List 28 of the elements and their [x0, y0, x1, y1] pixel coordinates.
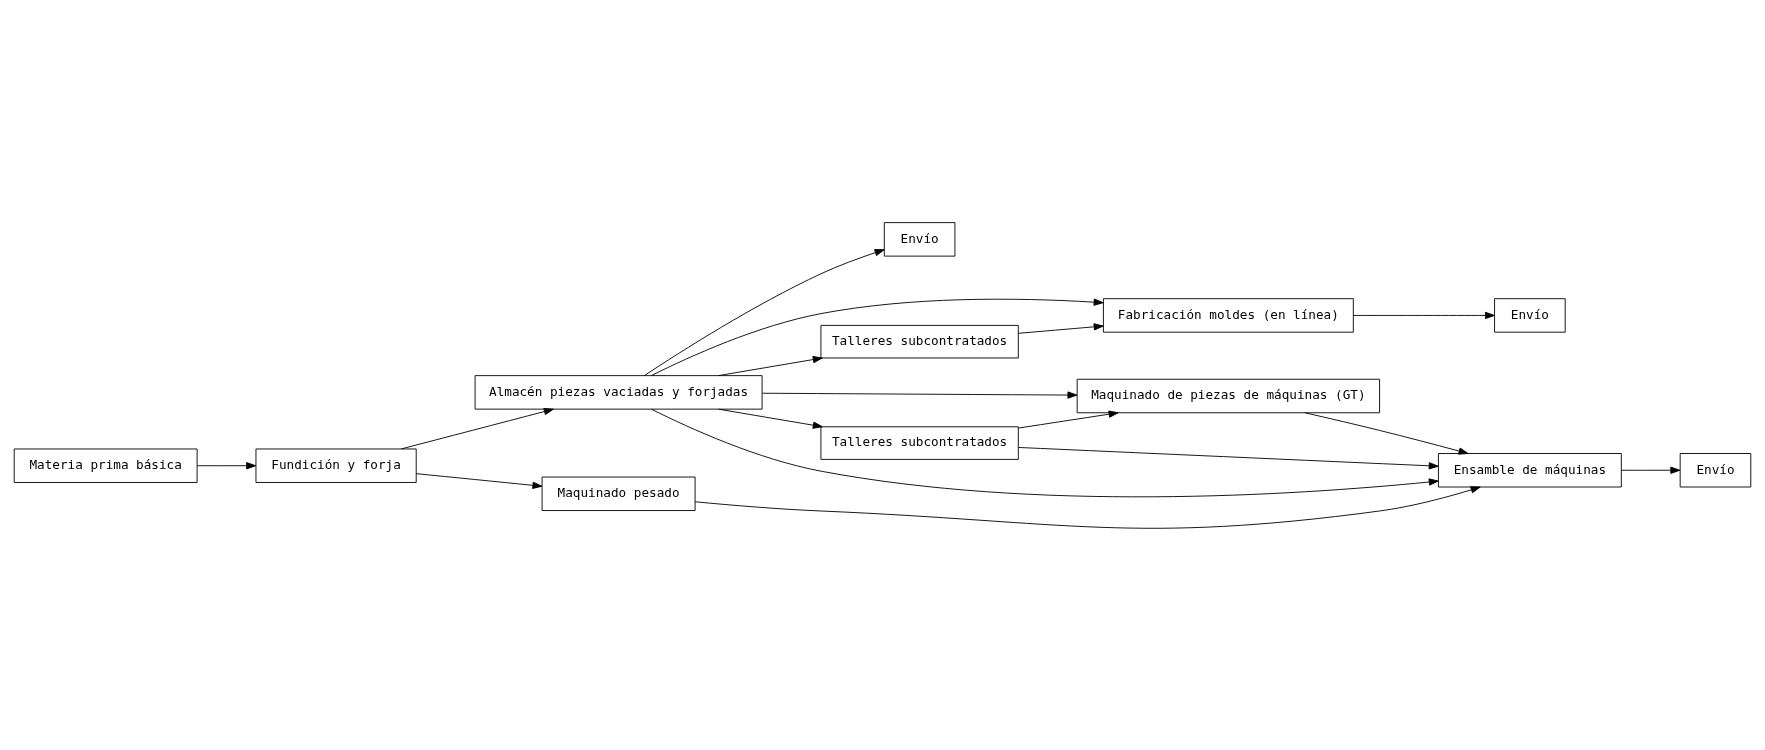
arrow	[1018, 410, 1119, 429]
arrow	[651, 408, 1439, 497]
arrow	[1018, 322, 1104, 334]
node-box: Maquinado pesado	[541, 476, 696, 511]
node-box: Almacén piezas vaciadas y forjadas	[474, 374, 763, 410]
arrow	[1018, 446, 1439, 469]
node-box: Fabricación moldes (en línea)	[1102, 297, 1354, 333]
node-box: Envío	[1494, 297, 1566, 333]
node-box: Talleres subcontratados	[820, 425, 1019, 460]
arrow	[761, 390, 1078, 399]
arrow	[400, 407, 554, 449]
node-box: Ensamble de máquinas	[1437, 452, 1622, 487]
arrow	[694, 485, 1481, 529]
node-box: Maquinado de piezas de máquinas (GT)	[1076, 378, 1381, 413]
node-box: Envío	[1679, 452, 1752, 487]
arrow	[651, 298, 1104, 376]
arrow	[415, 472, 543, 489]
arrow	[1304, 411, 1469, 455]
node-box: Envío	[883, 221, 956, 257]
arrow	[643, 248, 885, 376]
arrow	[1620, 466, 1681, 474]
arrow	[1352, 311, 1495, 319]
node-box: Materia prima básica	[13, 448, 198, 483]
node-box: Talleres subcontratados	[820, 324, 1019, 358]
arrow	[718, 408, 823, 429]
arrow	[196, 461, 257, 469]
arrow	[718, 355, 823, 376]
node-box: Fundición y forja	[255, 448, 417, 483]
